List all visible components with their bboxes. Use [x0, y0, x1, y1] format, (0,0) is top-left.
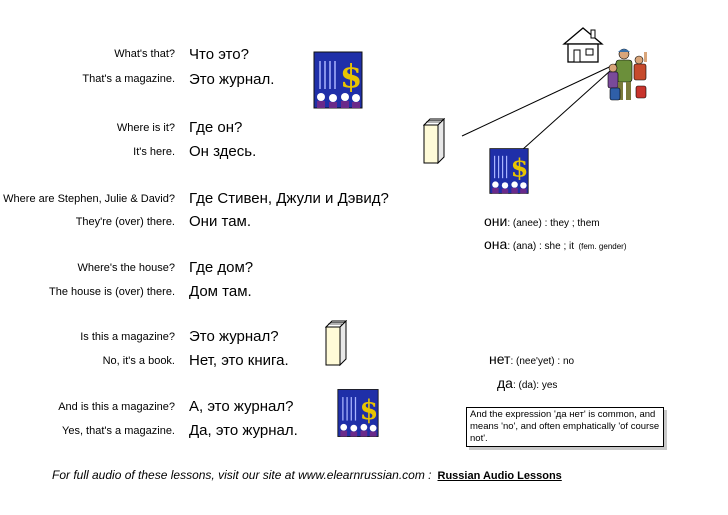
- glossary-definition: : (anee) : they ; them: [507, 218, 600, 229]
- russian-answer: Они там.: [189, 213, 252, 230]
- russian-answer: Дом там.: [189, 283, 252, 300]
- glossary-entry: они: (anee) : they ; them: [484, 213, 600, 231]
- glossary-definition: : (nee'yet) : no: [510, 356, 575, 367]
- english-question: Where is it?: [116, 122, 175, 134]
- footer: For full audio of these lessons, visit o…: [52, 468, 562, 482]
- svg-text:$: $: [360, 395, 379, 426]
- russian-question: Где Стивен, Джули и Дэвид?: [189, 190, 389, 207]
- russian-answer: Он здесь.: [189, 143, 257, 160]
- english-question: Where's the house?: [77, 262, 176, 274]
- russian-question: А, это журнал?: [189, 398, 294, 415]
- glossary-definition: : (da): yes: [512, 380, 558, 391]
- english-answer: No, it's a book.: [102, 355, 175, 367]
- book-icon: [325, 320, 347, 366]
- english-question: Where are Stephen, Julie & David?: [3, 193, 175, 205]
- magazine-icon: $: [337, 389, 379, 437]
- book-icon: [423, 118, 445, 164]
- russian-answer: Да, это журнал.: [189, 422, 298, 439]
- russian-audio-lessons-link[interactable]: Russian Audio Lessons: [437, 470, 562, 482]
- svg-text:$: $: [340, 57, 362, 95]
- people-group-icon: [607, 48, 647, 101]
- english-question: And is this a magazine?: [58, 401, 175, 413]
- english-answer: That's a magazine.: [82, 73, 175, 85]
- glossary-definition: : (ana) : she ; it: [507, 241, 575, 252]
- glossary-entry: она: (ana) : she ; it (fem. gender): [484, 236, 627, 254]
- russian-question: Что это?: [189, 46, 249, 63]
- english-answer: Yes, that's a magazine.: [62, 425, 175, 437]
- glossary-word: нет: [489, 351, 511, 367]
- english-question: What's that?: [114, 48, 175, 60]
- russian-answer: Нет, это книга.: [189, 352, 289, 369]
- glossary-word: она: [484, 236, 508, 252]
- english-answer: It's here.: [133, 146, 175, 158]
- english-answer: They're (over) there.: [75, 216, 175, 228]
- house-icon: [562, 27, 604, 63]
- glossary-note: (fem. gender): [578, 242, 627, 251]
- magazine-icon: $: [489, 148, 529, 194]
- english-answer: The house is (over) there.: [49, 286, 175, 298]
- russian-question: Это журнал?: [189, 328, 279, 345]
- russian-answer: Это журнал.: [189, 71, 275, 88]
- footer-text: For full audio of these lessons, visit o…: [52, 468, 432, 482]
- glossary-entry: да: (da): yes: [497, 375, 557, 393]
- russian-question: Где он?: [189, 119, 243, 136]
- glossary-entry: нет: (nee'yet) : no: [489, 351, 574, 369]
- svg-text:$: $: [511, 154, 529, 184]
- magazine-icon: $: [313, 51, 363, 109]
- english-question: Is this a magazine?: [80, 331, 175, 343]
- note-box: And the expression 'да нет' is common, a…: [466, 407, 664, 447]
- glossary-word: да: [497, 375, 513, 391]
- glossary-word: они: [484, 213, 508, 229]
- russian-question: Где дом?: [189, 259, 254, 276]
